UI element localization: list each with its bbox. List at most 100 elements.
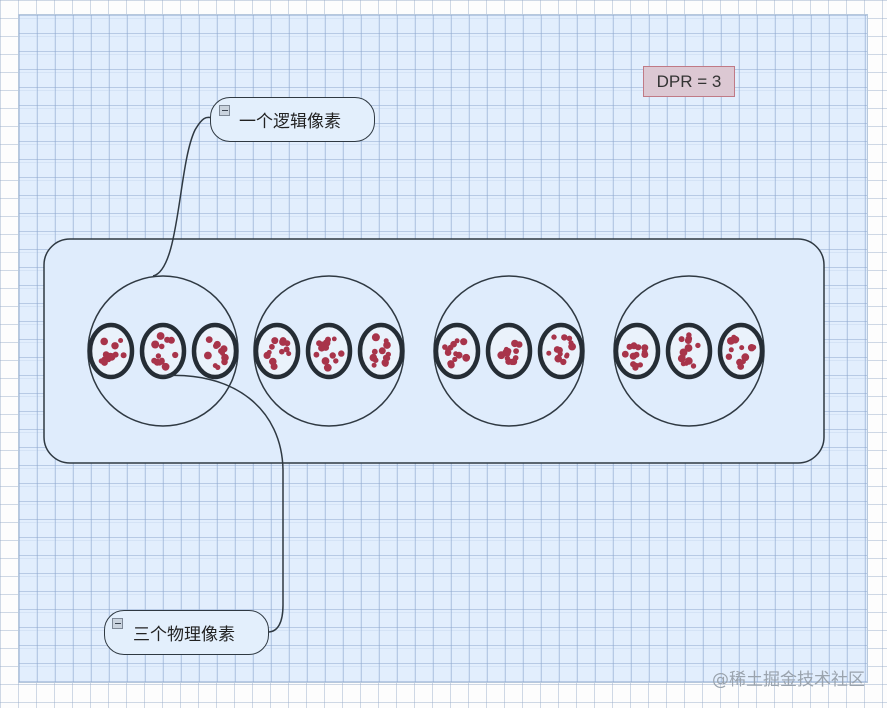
physical-pixel (191, 322, 239, 380)
pixel-dot (112, 351, 119, 358)
logical-pixel-label: 一个逻辑像素 (239, 112, 341, 132)
pixel-dot (220, 350, 225, 356)
physical-pixel-outline (305, 322, 353, 380)
pixel-dot (728, 347, 734, 353)
pixel-dot (204, 351, 212, 360)
pixel-dot (452, 356, 458, 362)
pixel-dot (630, 342, 638, 350)
pixel-dot (568, 342, 576, 351)
pixel-dot (503, 346, 509, 352)
pixel-dot (678, 336, 685, 343)
pixel-dot (497, 351, 506, 360)
pixel-dot (321, 357, 330, 365)
logical-pixel-topic[interactable]: 一个逻辑像素 (210, 97, 375, 142)
physical-pixel (357, 322, 405, 380)
logical-pixel-group (87, 275, 765, 427)
pixel-dot (621, 350, 629, 358)
pixel-dot (151, 340, 160, 349)
pixel-dot (371, 333, 380, 342)
pixel-dot (637, 362, 643, 368)
pixel-dot (551, 334, 557, 340)
pixel-dot (318, 344, 326, 352)
pixel-dot (725, 353, 733, 360)
pixel-dot (679, 348, 688, 357)
pixel-dot (460, 338, 468, 346)
pixel-dot (513, 348, 519, 354)
pixel-dot (684, 344, 693, 352)
pixel-dot (263, 351, 271, 359)
pixel-dot (731, 334, 737, 340)
pixel-dot (286, 351, 292, 357)
pixel-dot (212, 363, 218, 369)
pixel-dot (447, 361, 455, 369)
pixel-dot (510, 358, 518, 366)
pixel-dot (120, 352, 127, 359)
logical-pixel-connector (152, 116, 213, 277)
pixel-dot (505, 358, 513, 365)
pixel-dot (695, 342, 701, 349)
pixel-dot (172, 351, 179, 359)
dpr-label: DPR = 3 (643, 66, 735, 97)
pixel-dot (560, 358, 567, 366)
pixel-dot (683, 360, 689, 366)
physical-pixel (433, 322, 481, 380)
pixel-dot (155, 353, 162, 359)
pixel-dot (736, 358, 744, 366)
pixel-dot (515, 341, 523, 348)
pixel-dot (221, 358, 228, 366)
physical-pixels-topic[interactable]: 三个物理像素 (104, 610, 269, 655)
pixel-dot (156, 332, 165, 340)
physical-pixel-outline (87, 322, 135, 380)
pixel-dot (383, 341, 391, 349)
pixel-dot (629, 352, 637, 360)
pixel-dot (164, 336, 171, 343)
pixel-dot (561, 334, 568, 341)
pixel-dot (462, 353, 471, 362)
physical-pixel (87, 322, 135, 380)
pixel-dot (205, 336, 213, 343)
pixel-dot (557, 351, 563, 357)
physical-pixel (613, 322, 661, 380)
pixel-dot (564, 353, 570, 359)
physical-pixel (253, 322, 301, 380)
pixel-dot (553, 346, 561, 353)
pixel-dot (269, 357, 277, 366)
pixel-dot (313, 351, 320, 358)
pixel-dot (378, 347, 386, 355)
pixel-dot (453, 351, 459, 357)
pixel-dot (269, 343, 275, 350)
physical-pixels-label: 三个物理像素 (133, 625, 235, 645)
pixel-dot (371, 348, 378, 355)
pixel-dot (546, 350, 552, 356)
pixel-dot (156, 359, 163, 366)
pixel-dot (322, 339, 331, 347)
pixel-dot (554, 354, 562, 363)
physical-pixel-connector (159, 374, 284, 633)
physical-pixel (305, 322, 353, 380)
physical-pixel (139, 322, 187, 380)
pixel-dot (100, 337, 108, 346)
collapse-icon[interactable] (112, 618, 123, 629)
pixel-dot (271, 337, 279, 345)
physical-pixel (665, 322, 713, 380)
pixel-dot (283, 346, 290, 353)
pixel-dot (371, 362, 377, 368)
pixel-dot (632, 364, 639, 371)
pixel-dot (685, 335, 693, 343)
collapse-icon[interactable] (219, 105, 230, 116)
physical-pixel (537, 322, 585, 380)
pixel-dot (385, 351, 391, 358)
pixel-dot (161, 362, 170, 371)
pixel-dot (750, 344, 757, 350)
pixel-dot (323, 363, 332, 372)
pixel-dot (101, 359, 108, 366)
pixel-dot (102, 351, 110, 358)
pixel-dot (739, 345, 745, 351)
physical-pixel-outline (433, 322, 481, 380)
pixel-dot (213, 342, 220, 349)
pixel-dot (279, 348, 285, 355)
physical-pixel-outline (191, 322, 239, 380)
pixel-dot (111, 342, 119, 350)
pixel-dot (333, 358, 339, 364)
